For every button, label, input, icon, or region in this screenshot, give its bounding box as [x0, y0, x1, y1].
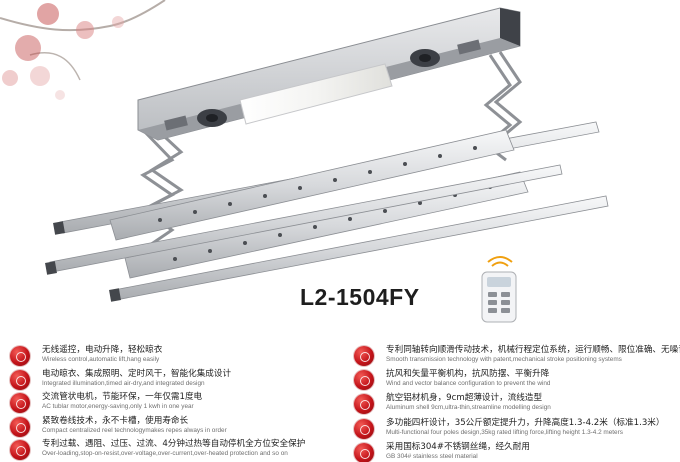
lamp-icon	[10, 369, 30, 390]
poles-icon	[354, 418, 374, 439]
feature-description: Wind and vector balance configuration to…	[386, 380, 551, 388]
motor-icon	[10, 393, 30, 414]
feature-item: 航空铝材机身，9cm超薄设计，流线造型 Aluminum shell 9cm,u…	[350, 393, 678, 417]
feature-title: 专利同轴转向顺滑传动技术，机械行程定位系统，运行顺畅、限位准确、无噪音	[386, 345, 680, 355]
drying-bar	[109, 195, 609, 302]
feature-description: GB 304# stainless steel material	[386, 452, 478, 460]
feature-description: Aluminum shell 9cm,ultra-thin,streamline…	[386, 404, 551, 412]
wire-rope-icon	[354, 442, 374, 462]
feature-item: 紧致卷线技术，永不卡槽，使用寿命长 Compact centralized re…	[6, 416, 334, 440]
product-illustration	[0, 0, 609, 323]
feature-item: 专利同轴转向顺滑传动技术，机械行程定位系统，运行顺畅、限位准确、无噪音 Smoo…	[350, 345, 680, 369]
fan-icon	[410, 49, 440, 67]
model-title: L2-1504FY	[300, 284, 420, 310]
shield-icon	[10, 440, 30, 461]
motor-housing	[137, 7, 521, 141]
feature-title: 专利过载、遇阻、过压、过流、4分钟过热等自动停机全方位安全保护	[42, 439, 306, 450]
feature-title: 多功能四杆设计，35公斤额定提升力，升降高度1.3-4.2米（标准1.3米）	[386, 417, 665, 428]
feature-description: Over-loading,stop-on-resist,over-voltage…	[42, 450, 288, 458]
feature-description: AC tublar motor,energy-saving,only 1 kwh…	[42, 403, 194, 411]
blossom-branch-icon	[0, 0, 166, 100]
feature-item: 无线遥控，电动升降，轻松晾衣 Wireless control,automati…	[6, 345, 334, 369]
reel-icon	[10, 416, 30, 437]
feature-title: 抗风和矢量平衡机构，抗风防摆、平衡升降	[386, 369, 550, 380]
drying-bar-rack	[109, 129, 515, 241]
feature-title: 航空铝材机身，9cm超薄设计，流线造型	[386, 393, 543, 404]
feature-title: 紧致卷线技术，永不卡槽，使用寿命长	[42, 415, 189, 426]
feature-item: 抗风和矢量平衡机构，抗风防摆、平衡升降 Wind and vector bala…	[350, 369, 678, 393]
feature-title: 无线遥控，电动升降，轻松晾衣	[42, 345, 163, 355]
feature-description: Multi-functional four poles design,35kg …	[386, 428, 623, 436]
feature-title: 交流管状电机，节能环保，一年仅需1度电	[42, 392, 203, 403]
feature-item: 采用国标304#不锈钢丝绳，经久耐用 GB 304# stainless ste…	[350, 442, 678, 462]
remote-control-icon	[481, 256, 517, 323]
features-list-right: 专利同轴转向顺滑传动技术，机械行程定位系统，运行顺畅、限位准确、无噪音 Smoo…	[350, 345, 680, 462]
feature-description: Wireless control,automatic lift,hang eas…	[42, 356, 160, 363]
feature-item: 专利过载、遇阻、过压、过流、4分钟过热等自动停机全方位安全保护 Over-loa…	[6, 439, 334, 462]
remote-control-icon	[10, 346, 30, 366]
wind-icon	[354, 370, 374, 391]
feature-description: Compact centralized reel technologymakes…	[42, 426, 227, 434]
feature-description: Smooth transmission technology with pate…	[386, 356, 622, 363]
feature-item: 多功能四杆设计，35公斤额定提升力，升降高度1.3-4.2米（标准1.3米） M…	[350, 418, 678, 442]
feature-title: 采用国标304#不锈钢丝绳，经久耐用	[386, 441, 530, 452]
drying-bar	[45, 164, 563, 275]
features-list-left: 无线遥控，电动升降，轻松晾衣 Wireless control,automati…	[6, 345, 334, 462]
aluminum-icon	[354, 394, 374, 415]
feature-item: 电动晾衣、集成照明、定时风干，智能化集成设计 Integrated illumi…	[6, 369, 334, 393]
feature-title: 电动晾衣、集成照明、定时风干，智能化集成设计	[42, 368, 232, 379]
gear-icon	[354, 346, 374, 366]
feature-description: Integrated illumination,timed air-dry,an…	[42, 379, 205, 387]
feature-item: 交流管状电机，节能环保，一年仅需1度电 AC tublar motor,ener…	[6, 392, 334, 416]
fan-icon	[197, 109, 227, 127]
